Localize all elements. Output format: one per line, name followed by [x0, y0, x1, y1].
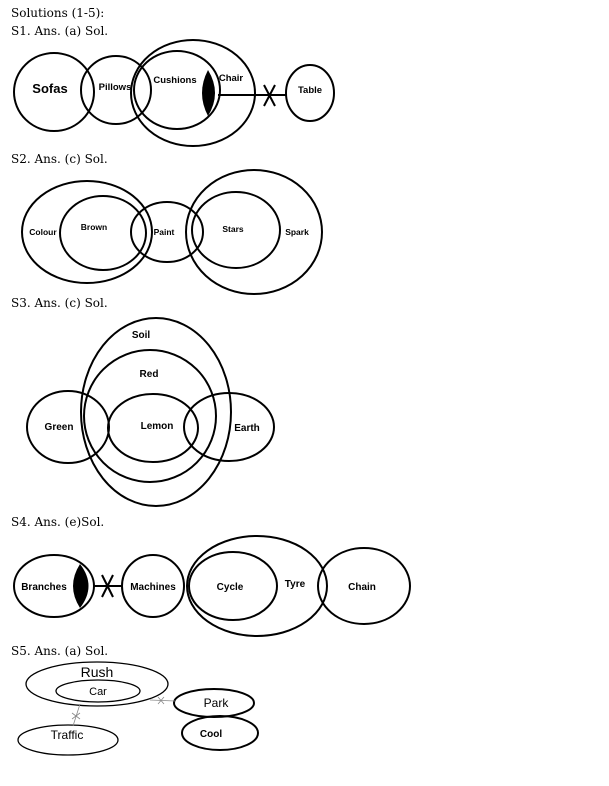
cool-ellipse: [181, 715, 259, 751]
sofas-circle: [13, 52, 95, 132]
spark-circle: [185, 169, 323, 295]
diagram-s5: Rush Car Traffic Park Cool: [17, 661, 259, 756]
paint-circle: [130, 201, 204, 263]
label-stars: Stars: [222, 224, 244, 234]
cycle-circle: [188, 551, 278, 621]
label-cool: Cool: [200, 729, 222, 740]
tyre-circle: [186, 535, 328, 637]
cushions-circle: [133, 50, 221, 130]
traffic-ellipse: [17, 724, 119, 756]
solutions-title: Solutions (1-5):: [11, 6, 105, 20]
cross-mark-s4-b: [101, 574, 114, 598]
branches-shaded-overlap: [73, 564, 89, 608]
no-relation-line-rush-traffic: [72, 703, 81, 727]
machines-circle: [121, 554, 185, 618]
soil-circle: [80, 317, 232, 507]
label-chain: Chain: [348, 582, 376, 593]
label-red: Red: [140, 369, 159, 380]
label-earth: Earth: [234, 423, 260, 434]
cross-mark-s5-b2: [157, 696, 165, 705]
diagram-s1: Sofas Pillows Cushions Chair Table: [13, 39, 335, 147]
label-green: Green: [45, 422, 74, 433]
stars-circle: [191, 191, 281, 269]
label-tyre: Tyre: [285, 579, 306, 590]
brown-circle: [59, 195, 147, 271]
earth-circle: [183, 392, 275, 462]
pillows-circle: [80, 55, 152, 125]
table-circle: [285, 64, 335, 122]
label-machines: Machines: [130, 582, 176, 593]
lemon-circle: [107, 393, 199, 463]
chair-cushions-shaded-overlap: [202, 70, 215, 116]
rush-ellipse: [25, 661, 169, 707]
s4-heading: S4. Ans. (e)Sol.: [11, 515, 105, 529]
label-chair: Chair: [219, 73, 244, 84]
red-circle: [83, 349, 217, 483]
s3-heading: S3. Ans. (c) Sol.: [11, 296, 108, 310]
label-soil: Soil: [132, 330, 151, 341]
label-colour: Colour: [29, 227, 57, 237]
s5-heading: S5. Ans. (a) Sol.: [11, 644, 109, 658]
label-car: Car: [89, 686, 107, 698]
car-ellipse: [55, 679, 141, 703]
label-brown: Brown: [81, 222, 107, 232]
diagram-s4: Branches Machines Cycle Tyre Chain: [13, 535, 411, 637]
cross-mark-s1-b: [263, 84, 276, 107]
cross-mark-s5-a2: [71, 712, 81, 720]
label-table: Table: [298, 85, 322, 96]
label-cycle: Cycle: [217, 582, 244, 593]
colour-circle: [21, 180, 153, 284]
label-cushions: Cushions: [153, 75, 196, 86]
label-pillows: Pillows: [99, 82, 132, 93]
label-lemon: Lemon: [141, 421, 174, 432]
label-sofas: Sofas: [32, 81, 67, 96]
label-spark: Spark: [285, 227, 309, 237]
chain-circle: [317, 547, 411, 625]
label-branches: Branches: [21, 582, 67, 593]
s1-heading: S1. Ans. (a) Sol.: [11, 24, 109, 38]
s2-heading: S2. Ans. (c) Sol.: [11, 152, 108, 166]
diagram-s2: Colour Brown Paint Stars Spark: [21, 169, 323, 295]
label-paint: Paint: [154, 227, 175, 237]
label-traffic: Traffic: [51, 728, 84, 742]
diagram-s3: Soil Red Green Lemon Earth: [26, 317, 275, 507]
label-park: Park: [204, 696, 230, 710]
chair-circle: [130, 39, 256, 147]
label-rush: Rush: [81, 664, 114, 680]
no-relation-line-rush-park: [149, 699, 176, 702]
